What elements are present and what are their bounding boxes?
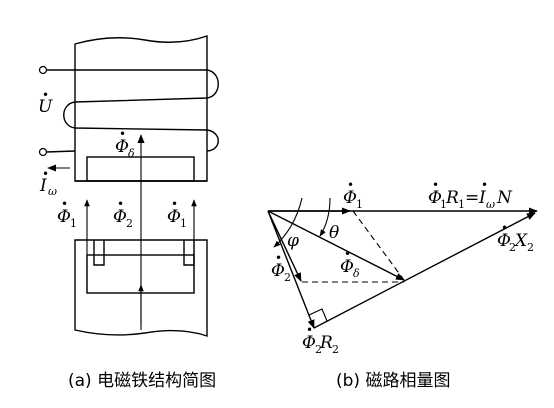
svg-text:Φ: Φ — [57, 207, 71, 227]
terminal-bottom — [38, 147, 48, 157]
svg-text:•: • — [171, 197, 178, 211]
svg-text:•: • — [344, 247, 351, 261]
svg-text:•: • — [481, 178, 488, 192]
dashed-phi1-to-delta — [352, 210, 405, 281]
label-phi-delta-phasor: Φ δ • — [340, 247, 360, 280]
right-slot — [183, 240, 195, 266]
angle-arc-phi — [273, 197, 303, 248]
label-phi1-right: Φ 1 • — [167, 197, 187, 230]
label-U: U • — [38, 88, 53, 117]
svg-text:1: 1 — [458, 198, 465, 211]
svg-text:1: 1 — [70, 217, 77, 230]
label-I-omega: I ω • — [39, 167, 57, 198]
svg-text:•: • — [61, 197, 68, 211]
svg-text:2: 2 — [332, 343, 339, 356]
svg-text:R: R — [445, 188, 459, 208]
svg-text:2: 2 — [284, 271, 291, 284]
svg-text:•: • — [119, 127, 126, 141]
svg-text:•: • — [432, 178, 439, 192]
svg-text:2: 2 — [315, 343, 322, 356]
phasor-diagram: Φ 1 • Φ 1 • R 1 = I ω • N θ φ Φ δ • Φ 2 … — [267, 178, 538, 391]
label-equation: Φ 1 • R 1 = I ω • N — [428, 178, 513, 211]
phasor-phi2X2 — [313, 212, 536, 329]
svg-text:2: 2 — [509, 241, 516, 254]
svg-text:Φ: Φ — [115, 137, 129, 157]
svg-text:I: I — [39, 176, 47, 196]
label-phi1-left: Φ 1 • — [57, 197, 77, 230]
phasor-phi2 — [267, 210, 302, 282]
svg-text:•: • — [42, 88, 49, 102]
svg-text:•: • — [42, 167, 49, 181]
label-phi-angle: φ — [287, 231, 299, 251]
svg-text:2: 2 — [126, 217, 133, 230]
svg-text:Φ: Φ — [428, 188, 442, 208]
label-phi2-left: Φ 2 • — [113, 197, 133, 230]
terminal-top — [38, 65, 48, 75]
svg-text:R: R — [319, 333, 333, 353]
svg-text:=: = — [465, 188, 479, 208]
svg-text:Φ: Φ — [167, 207, 181, 227]
svg-text:δ: δ — [128, 147, 135, 160]
svg-text:1: 1 — [356, 198, 363, 211]
label-phi2-phasor: Φ 2 • — [271, 251, 291, 284]
svg-text:U: U — [38, 97, 53, 117]
svg-text:I: I — [478, 188, 486, 208]
svg-text:•: • — [275, 251, 282, 265]
left-slot — [93, 240, 105, 266]
svg-text:X: X — [513, 231, 528, 251]
coil-lower-lead — [45, 150, 76, 153]
svg-text:2: 2 — [527, 241, 534, 254]
lower-core-body — [74, 239, 208, 337]
caption-a: (a) 电磁铁结构简图 — [68, 371, 216, 391]
svg-text:Φ: Φ — [113, 207, 127, 227]
caption-b: (b) 磁路相量图 — [336, 371, 450, 391]
svg-text:•: • — [501, 221, 508, 235]
svg-text:Φ: Φ — [343, 188, 357, 208]
svg-text:Φ: Φ — [340, 257, 354, 277]
svg-text:•: • — [117, 197, 124, 211]
upper-core-body — [74, 35, 208, 182]
svg-text:N: N — [496, 188, 513, 208]
svg-text:•: • — [347, 178, 354, 192]
svg-text:Φ: Φ — [271, 261, 285, 281]
electromagnet-diagram: U • I ω • Φ δ • Φ 1 • Φ 2 • Φ 1 • (a) 电磁… — [38, 35, 219, 391]
right-angle-mark — [308, 308, 328, 322]
svg-text:Φ: Φ — [302, 333, 316, 353]
svg-text:Φ: Φ — [497, 231, 511, 251]
svg-text:1: 1 — [180, 217, 187, 230]
phasor-phi2R2 — [267, 210, 315, 329]
label-phi2R2: Φ 2 • R 2 — [302, 323, 339, 356]
svg-text:•: • — [306, 323, 313, 337]
label-phi1-phasor: Φ 1 • — [343, 178, 363, 211]
svg-text:δ: δ — [353, 267, 360, 280]
svg-text:ω: ω — [48, 185, 57, 198]
label-phi2X2: Φ 2 • X 2 — [497, 221, 534, 254]
label-phi-delta: Φ δ • — [115, 127, 135, 160]
label-theta: θ — [329, 223, 339, 243]
angle-arc-theta — [319, 197, 331, 237]
svg-text:1: 1 — [440, 198, 447, 211]
coil-winding — [46, 69, 219, 152]
svg-text:ω: ω — [486, 198, 495, 211]
phasor-phi-delta — [267, 210, 405, 281]
